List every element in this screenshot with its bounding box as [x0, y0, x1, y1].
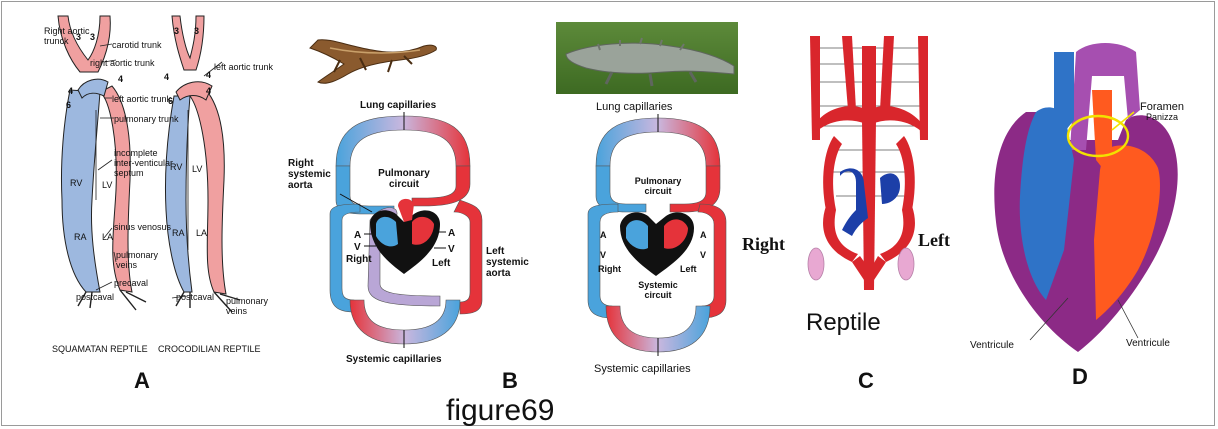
- label-ventricule-right: Ventricule: [1126, 338, 1170, 349]
- label-left-2: Left: [680, 264, 697, 274]
- label-left-1: Left: [432, 258, 451, 269]
- label-la-2: LA: [196, 228, 207, 238]
- panel-letter-c: C: [858, 368, 874, 393]
- label-n4c: 4: [164, 72, 169, 82]
- label-rv-2: RV: [170, 162, 182, 172]
- crocodile-image: [556, 22, 738, 94]
- label-right-aortic-trunk: right aortic trunk: [90, 58, 155, 68]
- label-systemic-capillaries-2: Systemic capillaries: [594, 363, 691, 375]
- label-reptile: Reptile: [806, 309, 881, 336]
- label-n3b: 3: [90, 32, 95, 42]
- label-precaval: precaval: [114, 278, 148, 288]
- panel-c: Right Left Reptile C: [742, 36, 950, 393]
- label-sinus-venosus: sinus venosus: [114, 222, 172, 232]
- label-a-left-1: A: [354, 230, 361, 241]
- label-left-aortic-trunk-1: left aortic trunk: [112, 94, 172, 104]
- caption-squamatan: SQUAMATAN REPTILE: [52, 344, 148, 354]
- reptile-lung-right-shape: [898, 248, 914, 280]
- label-n3c: 3: [174, 26, 179, 36]
- heart-d-vena: [1054, 52, 1074, 130]
- panel-d: Foramen Panizza Ventricule Ventricule D: [970, 43, 1184, 389]
- label-n4d: 4: [206, 70, 211, 80]
- label-lv-1: LV: [102, 180, 112, 190]
- label-n3a: 3: [76, 32, 81, 42]
- label-rv-1: RV: [70, 178, 82, 188]
- panel-letter-d: D: [1072, 364, 1088, 389]
- label-ra-2: RA: [172, 228, 185, 238]
- panel-letter-a: A: [134, 368, 150, 393]
- label-pulmonary-trunk: pulmonary trunk: [114, 114, 179, 124]
- figure-caption: figure69: [446, 394, 554, 427]
- label-carotid-trunk: carotid trunk: [112, 40, 162, 50]
- label-lv-2: LV: [192, 164, 202, 174]
- label-lung-capillaries-1: Lung capillaries: [360, 100, 437, 111]
- lizard-image: [310, 40, 436, 84]
- label-v-left-2: V: [600, 250, 606, 260]
- label-n3d: 3: [194, 26, 199, 36]
- label-v-right-1: V: [448, 244, 455, 255]
- label-n6b: 6: [168, 96, 173, 106]
- label-panizza: Panizza: [1146, 112, 1178, 122]
- label-a-left-2: A: [600, 230, 607, 240]
- label-v-left-1: V: [354, 242, 361, 253]
- label-right-1: Right: [346, 254, 372, 265]
- ventricule-right-leader: [1118, 300, 1138, 338]
- label-n4a: 4: [118, 74, 123, 84]
- label-postcaval-1: postcaval: [76, 292, 114, 302]
- reptile-lung-left-shape: [808, 248, 824, 280]
- label-left-aortic-trunk-2: left aortic trunk: [214, 62, 274, 72]
- label-left-c: Left: [918, 230, 950, 250]
- label-n6a: 6: [66, 100, 71, 110]
- label-right-2: Right: [598, 264, 621, 274]
- label-la-1: LA: [102, 232, 113, 242]
- label-lung-capillaries-2: Lung capillaries: [596, 101, 673, 113]
- circulation-diagram-left: [330, 116, 482, 344]
- label-ventricule-left: Ventricule: [970, 340, 1014, 351]
- label-a-right-2: A: [700, 230, 707, 240]
- label-n4b: 4: [68, 86, 73, 96]
- label-systemic-capillaries-1: Systemic capillaries: [346, 354, 442, 365]
- panel-letter-b: B: [502, 368, 518, 393]
- label-ra-1: RA: [74, 232, 87, 242]
- label-a-right-1: A: [448, 228, 455, 239]
- label-right-c: Right: [742, 234, 785, 254]
- label-n4e: 4: [206, 86, 211, 96]
- label-postcaval-2: postcaval: [176, 292, 214, 302]
- caption-crocodilian: CROCODILIAN REPTILE: [158, 344, 261, 354]
- label-v-right-2: V: [700, 250, 706, 260]
